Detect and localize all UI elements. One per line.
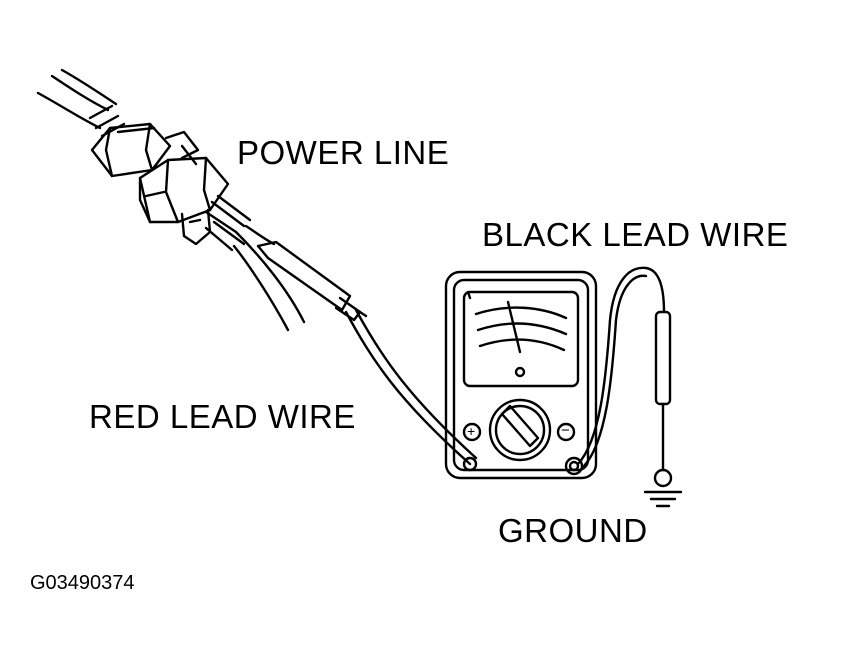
positive-terminal-symbol: + xyxy=(467,423,476,439)
negative-terminal-symbol: − xyxy=(561,422,571,439)
red-lead-wire-label: RED LEAD WIRE xyxy=(89,398,356,435)
harness-connector xyxy=(90,122,252,252)
black-lead-wire-label: BLACK LEAD WIRE xyxy=(482,216,789,253)
wire-harness xyxy=(36,68,126,138)
power-line-wires xyxy=(232,224,306,332)
black-lead-wire xyxy=(576,266,666,468)
red-probe xyxy=(256,240,368,322)
multimeter xyxy=(444,270,598,480)
ground-symbol-icon xyxy=(643,490,683,508)
ground-label: GROUND xyxy=(498,512,648,549)
red-lead-wire xyxy=(344,308,478,466)
figure-code: G03490374 xyxy=(30,572,135,594)
power-line-label: POWER LINE xyxy=(237,134,450,171)
black-probe xyxy=(653,310,673,488)
